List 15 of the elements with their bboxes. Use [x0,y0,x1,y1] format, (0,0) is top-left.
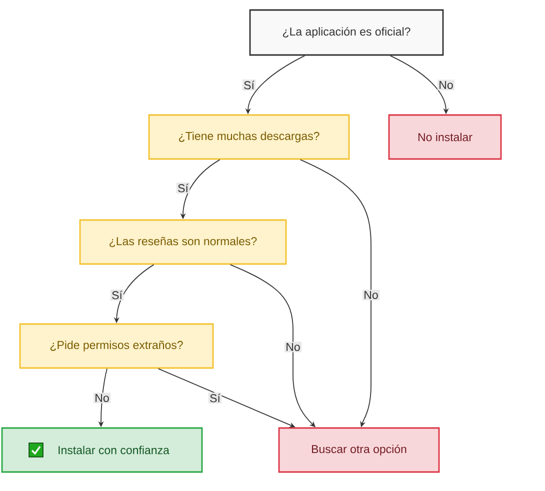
question-box: ¿Pide permisos extraños? [19,323,214,369]
question-box: ¿Tiene muchas descargas? [148,114,350,160]
edge-label: Sí [176,182,190,194]
question-box: ¿Las reseñas son normales? [79,219,287,265]
edge-label: No [284,342,302,352]
result-box: Instalar con confianza [1,427,203,473]
result-box: No instalar [388,114,502,160]
edge-label: No [362,290,380,300]
edge-label: Sí [110,290,124,300]
edge-label: No [93,392,111,404]
question-box: ¿La aplicación es oficial? [249,9,444,56]
edge-label: Sí [208,392,222,404]
edge-label: No [437,80,455,90]
edge-label: Sí [242,80,256,90]
result-box: Buscar otra opción [278,427,440,473]
